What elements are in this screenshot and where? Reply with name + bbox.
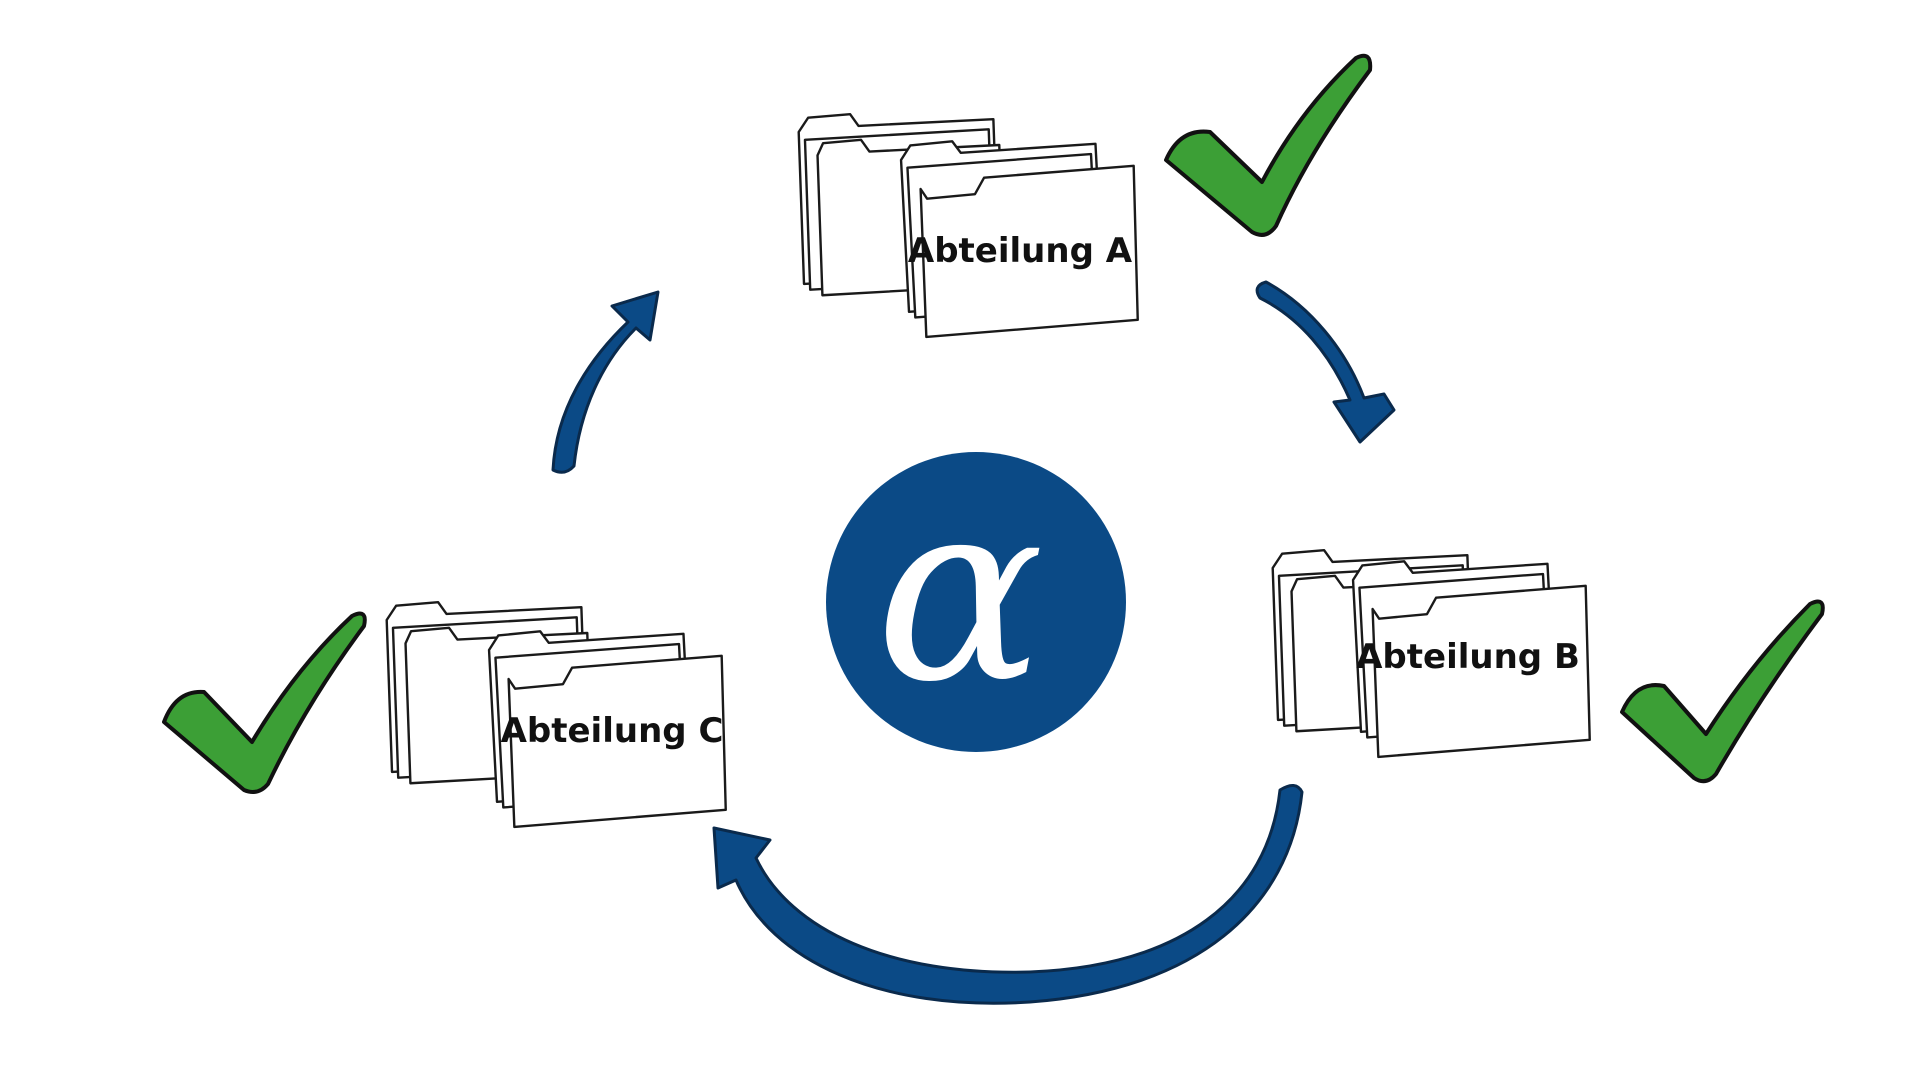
checkmark-icon-a bbox=[1164, 53, 1373, 237]
logo-circle bbox=[826, 452, 1126, 752]
arrow-c-to-a bbox=[551, 290, 660, 474]
arrow-a-to-b bbox=[1255, 280, 1396, 444]
folder-stack-c: Abteilung C bbox=[384, 595, 732, 829]
department-b-label: Abteilung B bbox=[1356, 637, 1580, 677]
checkmark-icon-b bbox=[1620, 599, 1825, 784]
department-c-label: Abteilung C bbox=[501, 711, 724, 751]
folder-stack-a: Abteilung A bbox=[796, 107, 1144, 339]
department-a-label: Abteilung A bbox=[908, 231, 1133, 271]
checkmark-icon-c bbox=[162, 611, 367, 794]
center-logo: α bbox=[826, 446, 1126, 752]
folder-stack-b: Abteilung B bbox=[1270, 543, 1596, 759]
arrow-b-to-c bbox=[712, 784, 1304, 1005]
alpha-glyph: α bbox=[876, 446, 1045, 737]
